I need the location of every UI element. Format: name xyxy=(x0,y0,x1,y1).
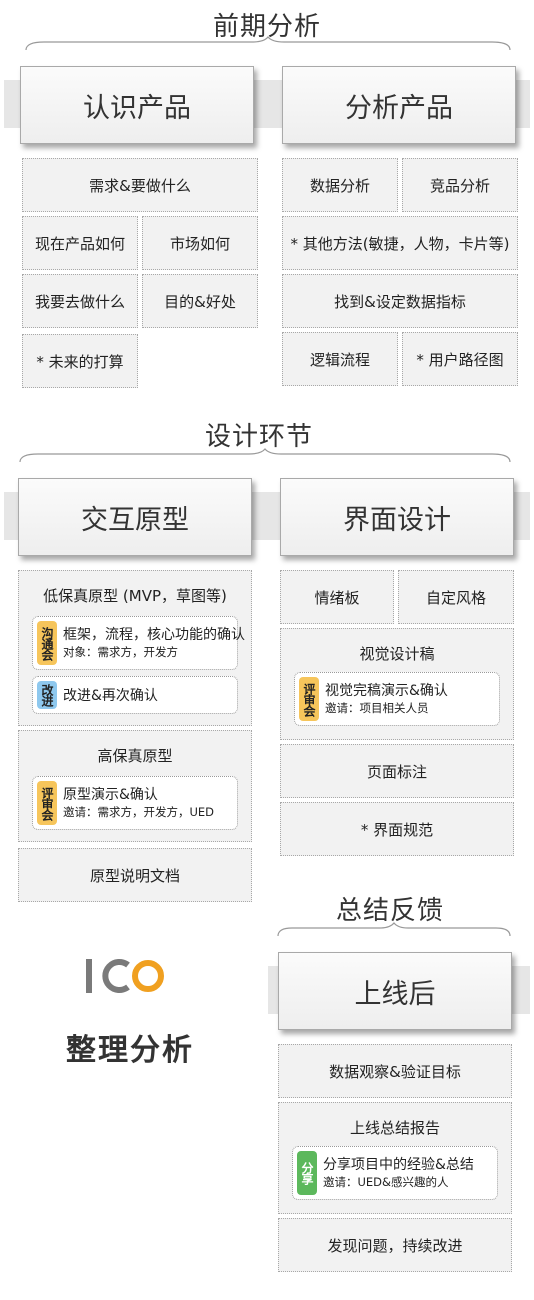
cell-custom-style: 自定风格 xyxy=(398,570,514,624)
note-share: 分享 分享项目中的经验&总结 邀请：UED&感兴趣的人 xyxy=(292,1146,498,1200)
brace-summary xyxy=(277,922,511,937)
header-ui-design: 界面设计 xyxy=(280,478,514,556)
visual-draft-label: 视觉设计稿 xyxy=(359,645,435,663)
section-title-design: 设计环节 xyxy=(204,422,313,452)
tag-review-visual: 评审会 xyxy=(299,677,319,721)
launch-report-label: 上线总结报告 xyxy=(349,1119,440,1137)
cell-page-annotation: 页面标注 xyxy=(280,744,514,798)
ico-logo-icon xyxy=(86,959,164,993)
review-prototype-title: 原型演示&确认 xyxy=(63,787,158,803)
cell-prototype-doc: 原型说明文档 xyxy=(18,848,252,902)
header-after-launch: 上线后 xyxy=(278,952,512,1030)
cell-user-path: * 用户路径图 xyxy=(402,332,518,386)
review-visual-invite: 邀请：项目相关人员 xyxy=(325,701,429,715)
sync-meeting-title: 框架，流程，核心功能的确认 xyxy=(63,627,245,643)
sync-meeting-audience: 对象：需求方，开发方 xyxy=(63,645,178,659)
cell-market: 市场如何 xyxy=(142,216,258,270)
improve-text: 改进&再次确认 xyxy=(63,688,158,704)
note-sync-meeting: 沟通会 框架，流程，核心功能的确认 对象：需求方，开发方 xyxy=(32,616,245,670)
cell-data-analysis: 数据分析 xyxy=(282,158,398,212)
header-analyze-product: 分析产品 xyxy=(282,66,516,144)
brace-design xyxy=(19,448,511,463)
tag-improve: 改进 xyxy=(37,681,57,709)
review-prototype-invite: 邀请：需求方，开发方，UED xyxy=(63,805,215,819)
note-review-prototype: 评审会 原型演示&确认 邀请：需求方，开发方，UED xyxy=(32,776,238,830)
share-invite: 邀请：UED&感兴趣的人 xyxy=(323,1175,449,1189)
note-improve: 改进 改进&再次确认 xyxy=(32,676,238,714)
note-review-visual: 评审会 视觉完稿演示&确认 邀请：项目相关人员 xyxy=(294,672,500,726)
section-title-pre: 前期分析 xyxy=(212,12,321,42)
cell-observe-data: 数据观察&验证目标 xyxy=(278,1044,512,1098)
low-fi-label: 低保真原型 (MVP，草图等) xyxy=(43,587,227,605)
cell-ui-spec: * 界面规范 xyxy=(280,802,514,856)
share-title: 分享项目中的经验&总结 xyxy=(323,1157,474,1173)
brace-pre xyxy=(25,36,511,51)
cell-goal: 目的&好处 xyxy=(142,274,258,328)
section-title-summary: 总结反馈 xyxy=(335,896,444,926)
high-fi-label: 高保真原型 xyxy=(97,747,173,765)
cell-moodboard: 情绪板 xyxy=(280,570,394,624)
header-know-product: 认识产品 xyxy=(20,66,254,144)
cell-continuous-improve: 发现问题，持续改进 xyxy=(278,1218,512,1272)
cell-metrics: 找到&设定数据指标 xyxy=(282,274,518,328)
cell-what-to-do: 我要去做什么 xyxy=(22,274,138,328)
cell-future: * 未来的打算 xyxy=(22,334,138,388)
header-interaction-prototype: 交互原型 xyxy=(18,478,252,556)
cell-needs: 需求&要做什么 xyxy=(22,158,258,212)
cell-other-methods: * 其他方法(敏捷，人物，卡片等) xyxy=(282,216,518,270)
tag-share: 分享 xyxy=(297,1151,317,1195)
tag-sync-meeting: 沟通会 xyxy=(37,621,57,665)
cell-competitor-analysis: 竞品分析 xyxy=(402,158,518,212)
tag-review-prototype: 评审会 xyxy=(37,781,57,825)
cell-logic-flow: 逻辑流程 xyxy=(282,332,398,386)
review-visual-title: 视觉完稿演示&确认 xyxy=(325,683,448,699)
cell-current-product: 现在产品如何 xyxy=(22,216,138,270)
brand-name: 整理分析 xyxy=(66,1033,194,1068)
